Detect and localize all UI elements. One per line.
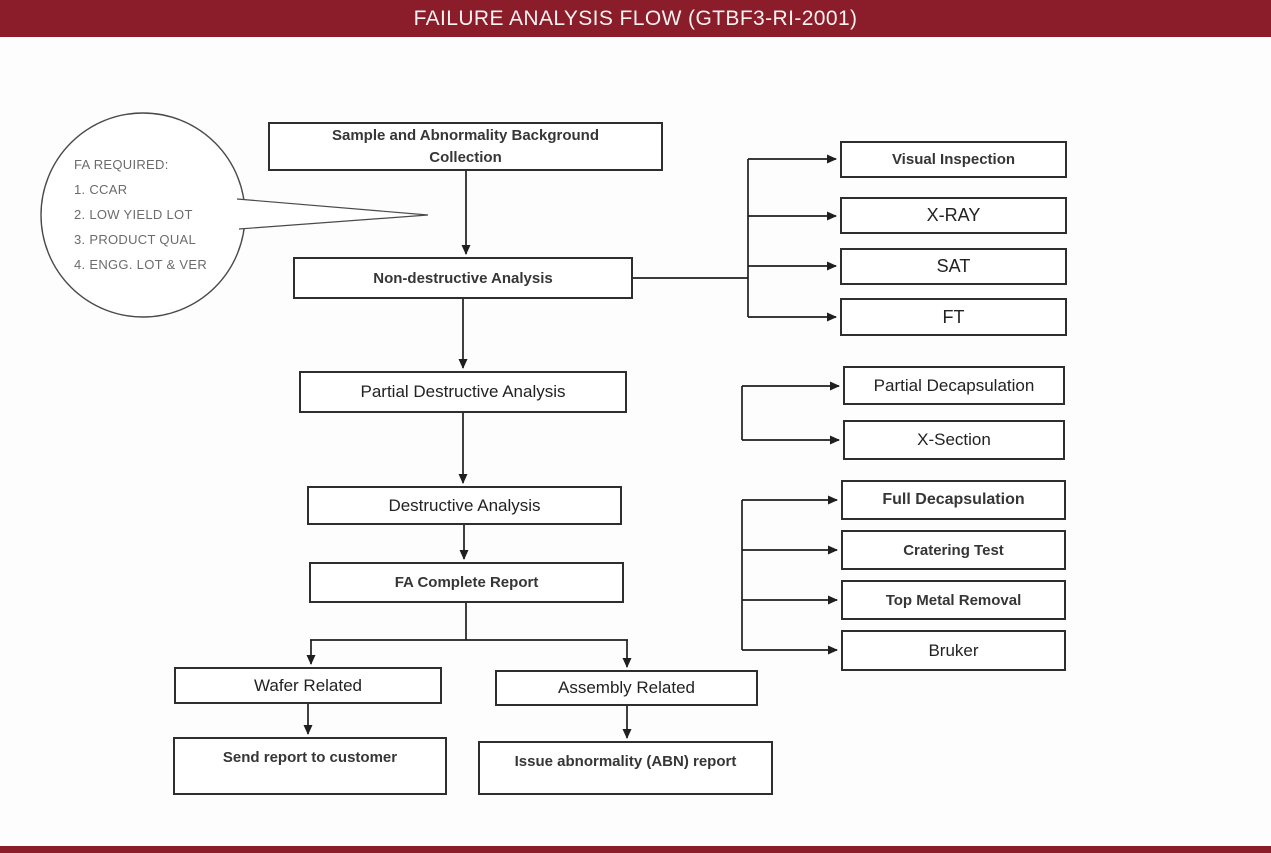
node-bruker: Bruker [841,630,1066,671]
node-non-destructive-analysis: Non-destructive Analysis [293,257,633,299]
node-top-metal-removal: Top Metal Removal [841,580,1066,620]
node-cratering-test: Cratering Test [841,530,1066,570]
header-bar: FAILURE ANALYSIS FLOW (GTBF3-RI-2001) [0,0,1271,37]
bottom-bar [0,846,1271,853]
node-partial-destructive-analysis: Partial Destructive Analysis [299,371,627,413]
callout-tail [237,199,428,229]
callout-line: 1. CCAR [74,182,128,197]
node-visual-inspection: Visual Inspection [840,141,1067,178]
node-destructive-analysis: Destructive Analysis [307,486,622,525]
page-title: FAILURE ANALYSIS FLOW (GTBF3-RI-2001) [413,6,858,30]
nondestructive-branch-connectors [633,154,837,322]
callout-bubble [40,112,429,318]
node-x-ray: X-RAY [840,197,1067,234]
node-full-decapsulation: Full Decapsulation [841,480,1066,520]
callout-text-block: FA REQUIRED: 1. CCAR 2. LOW YIELD LOT 3.… [74,152,249,277]
callout-line: 2. LOW YIELD LOT [74,207,193,222]
node-sample-background-collection: Sample and Abnormality Background Collec… [268,122,663,171]
destructive-branch-connectors [741,495,838,655]
node-fa-complete-report: FA Complete Report [309,562,624,603]
main-flow-connectors [303,171,632,739]
callout-line: FA REQUIRED: [74,157,169,172]
node-ft: FT [840,298,1067,336]
node-assembly-related: Assembly Related [495,670,758,706]
callout-line: 4. ENGG. LOT & VER [74,257,208,272]
callout-line: 3. PRODUCT QUAL [74,232,197,247]
node-x-section: X-Section [843,420,1065,460]
partial-destructive-branch-connectors [741,381,840,445]
node-partial-decapsulation: Partial Decapsulation [843,366,1065,405]
node-send-report-to-customer: Send report to customer [173,737,447,795]
node-sat: SAT [840,248,1067,285]
node-issue-abn-report: Issue abnormality (ABN) report [478,741,773,795]
node-wafer-related: Wafer Related [174,667,442,704]
